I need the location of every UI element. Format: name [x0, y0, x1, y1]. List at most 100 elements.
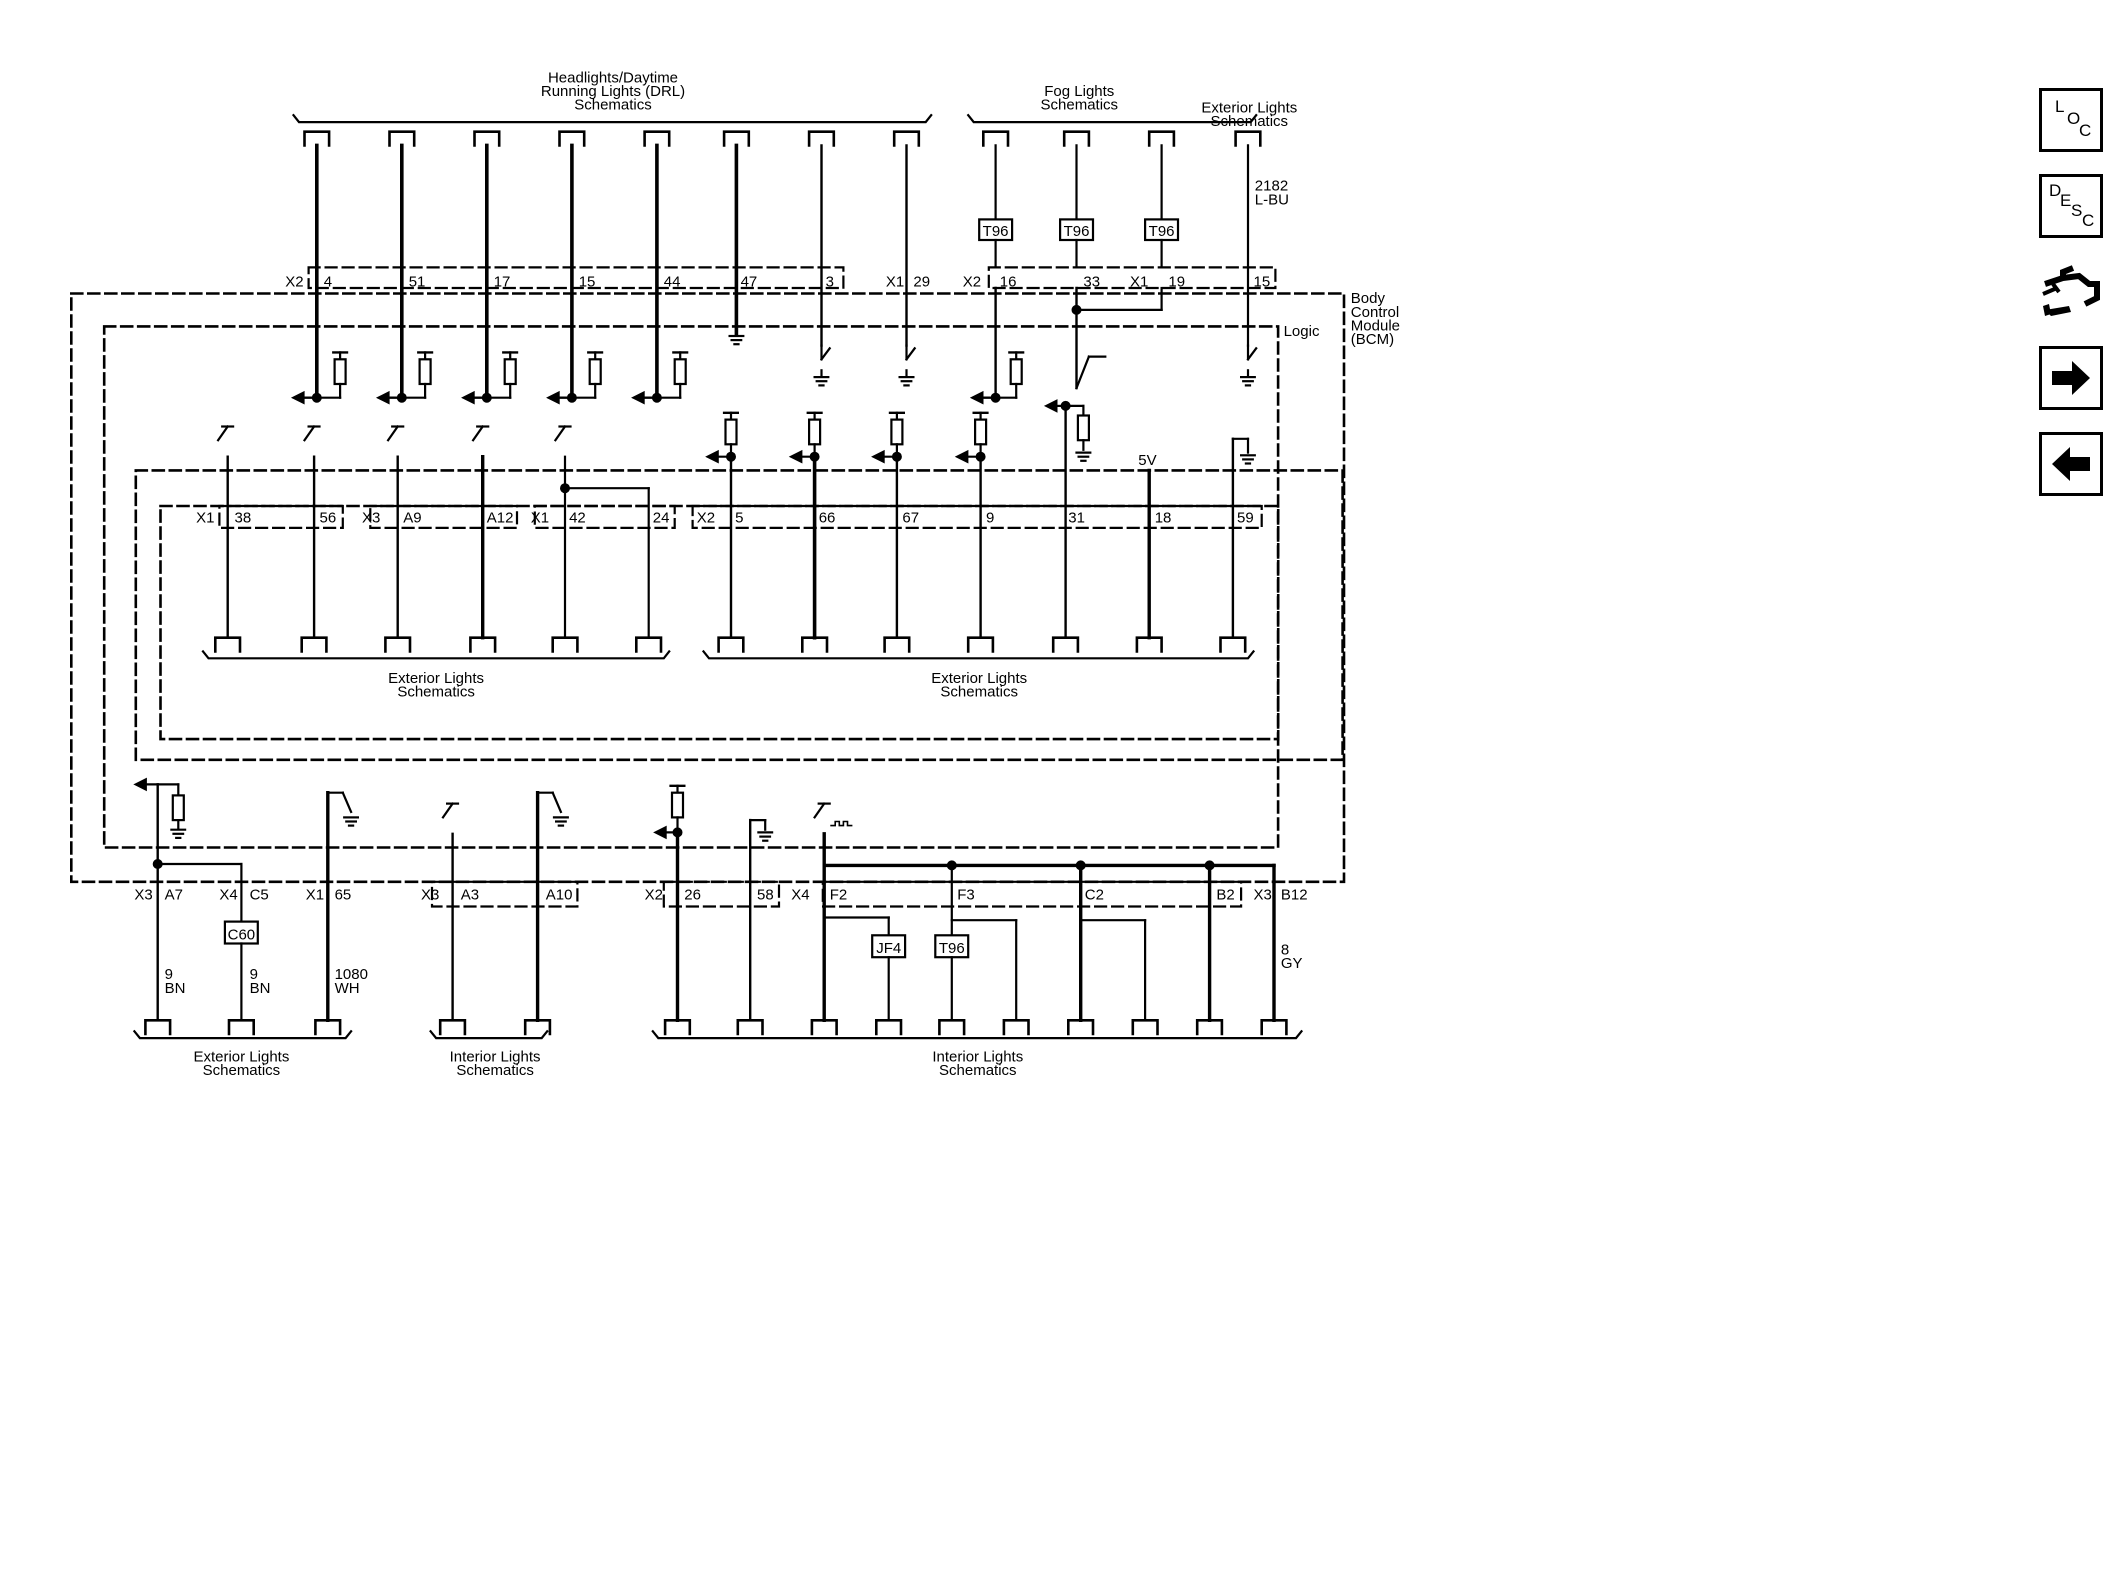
output-arrow-icon — [969, 390, 984, 405]
interior-bottom-right-group-label: Interior Lights — [932, 1049, 1023, 1066]
fog-group-label: Schematics — [1041, 97, 1119, 114]
harness-connector-bottom — [438, 1018, 467, 1036]
fog-brace — [966, 113, 1258, 124]
harness-connector-top — [981, 130, 1010, 147]
pin-label: 31 — [1068, 510, 1085, 527]
previous-page-button[interactable] — [2039, 432, 2103, 496]
splice-c60-label: C60 — [228, 926, 256, 943]
harness-connector-top — [722, 130, 751, 147]
connector-label: X1 — [886, 274, 904, 291]
bcm-module-label: (BCM) — [1351, 331, 1394, 348]
splice-dot — [396, 392, 407, 403]
pulldown-resistor — [1076, 414, 1091, 442]
ext-mid-right-brace — [701, 649, 1256, 660]
connector-label: X2 — [697, 510, 715, 527]
harness-connector-ext-top — [1234, 130, 1262, 147]
harness-connector-bottom — [144, 1018, 172, 1036]
inner-block-outline — [134, 469, 1344, 762]
harness-connector-mid — [384, 636, 412, 653]
switch-icon — [819, 346, 832, 361]
pin-label: 17 — [494, 274, 511, 291]
wire-9-bn-label: 9 — [165, 966, 173, 983]
pin-label: A7 — [165, 887, 183, 904]
connector-bar — [369, 504, 519, 529]
harness-connector-bottom — [314, 1018, 342, 1036]
output-arrow-icon — [631, 390, 645, 405]
headlights-group-label: Schematics — [574, 97, 652, 114]
pin-label: 44 — [664, 274, 681, 291]
output-arrow-icon — [375, 390, 390, 405]
pin-label: 56 — [320, 510, 337, 527]
connector-label: X2 — [285, 274, 303, 291]
connector-bar — [987, 266, 1277, 290]
desc-letter-c: C — [2082, 211, 2094, 230]
splice-dot — [946, 860, 957, 871]
wire-8-gy-label: 8 — [1281, 942, 1289, 959]
input-pullup-resistor — [724, 418, 738, 446]
next-page-button[interactable] — [2039, 346, 2103, 410]
pin-label: 9 — [986, 510, 994, 527]
exterior-top-group-label: Exterior Lights — [1201, 100, 1297, 117]
input-arrow-icon — [871, 449, 885, 464]
ext-bottom-brace — [132, 1029, 353, 1040]
headlights-group-label: Running Lights (DRL) — [541, 83, 685, 100]
pin-label: 26 — [684, 887, 701, 904]
splice-t96-label: T96 — [1149, 223, 1175, 240]
pin-label: B12 — [1281, 887, 1308, 904]
harness-connector-top — [1062, 130, 1091, 147]
splice-dot — [152, 859, 163, 869]
input-switch-icon — [441, 802, 455, 819]
input-switch-icon — [216, 424, 230, 442]
harness-connector-top — [643, 130, 671, 147]
pin-label: A3 — [461, 887, 479, 904]
description-button[interactable]: D E S C — [2039, 174, 2103, 238]
location-button[interactable]: L O C — [2039, 88, 2103, 152]
wire-1080-wh-label: WH — [335, 980, 360, 997]
bcm-module-label: Body — [1351, 290, 1386, 307]
harness-connector-mid — [717, 636, 745, 653]
switch-icon — [341, 791, 353, 814]
pin-label: 24 — [653, 510, 670, 527]
pin-label: 67 — [902, 510, 919, 527]
pin-label: 4 — [324, 274, 332, 291]
connector-label: X1 — [196, 510, 214, 527]
output-pullup-resistor — [673, 358, 687, 386]
harness-connector-bottom — [663, 1018, 692, 1036]
desc-letter-s: S — [2071, 201, 2082, 220]
connector-label: X1 — [306, 887, 324, 904]
bcm-module-label: Module — [1351, 318, 1400, 335]
exterior-mid-left-group-label: Schematics — [397, 684, 475, 701]
connector-label: X2 — [963, 274, 981, 291]
pin-label: 51 — [409, 274, 426, 291]
harness-connector-bottom — [1067, 1018, 1095, 1036]
output-arrow-icon — [290, 390, 305, 405]
pin-label: B2 — [1216, 887, 1234, 904]
harness-connector-bottom — [938, 1018, 966, 1036]
connector-bar — [430, 880, 579, 908]
pin-label: 5 — [735, 510, 743, 527]
exterior-top-group-label: Schematics — [1211, 113, 1289, 130]
exterior-mid-right-group-label: Schematics — [940, 684, 1018, 701]
connector-wrench-icon[interactable] — [2039, 258, 2103, 322]
input-switch-icon — [302, 424, 316, 442]
connector-label: X3 — [134, 887, 152, 904]
headlights-group-label: Headlights/Daytime — [548, 69, 678, 86]
wire-2182-label: 2182 — [1255, 178, 1288, 195]
input-arrow-icon — [788, 449, 803, 464]
input-pullup-resistor — [890, 418, 904, 446]
harness-connector-mid — [800, 636, 829, 653]
harness-connector-bottom — [874, 1018, 903, 1036]
input-switch-icon — [813, 802, 826, 819]
splice-jf4-label: JF4 — [876, 940, 901, 957]
harness-connector-mid — [883, 636, 911, 653]
exterior-mid-right-group-label: Exterior Lights — [931, 670, 1027, 687]
harness-connector-bottom — [1002, 1018, 1030, 1036]
output-arrow-icon — [546, 390, 560, 405]
harness-connector-top — [892, 130, 921, 147]
connector-bar — [691, 504, 1263, 529]
ext-mid-left-brace — [201, 649, 671, 660]
input-pullup-resistor — [670, 791, 685, 819]
interior-bottom-left-group-label: Schematics — [456, 1062, 534, 1079]
arrow-left-icon — [2052, 447, 2090, 481]
harness-connector-top — [473, 130, 501, 147]
